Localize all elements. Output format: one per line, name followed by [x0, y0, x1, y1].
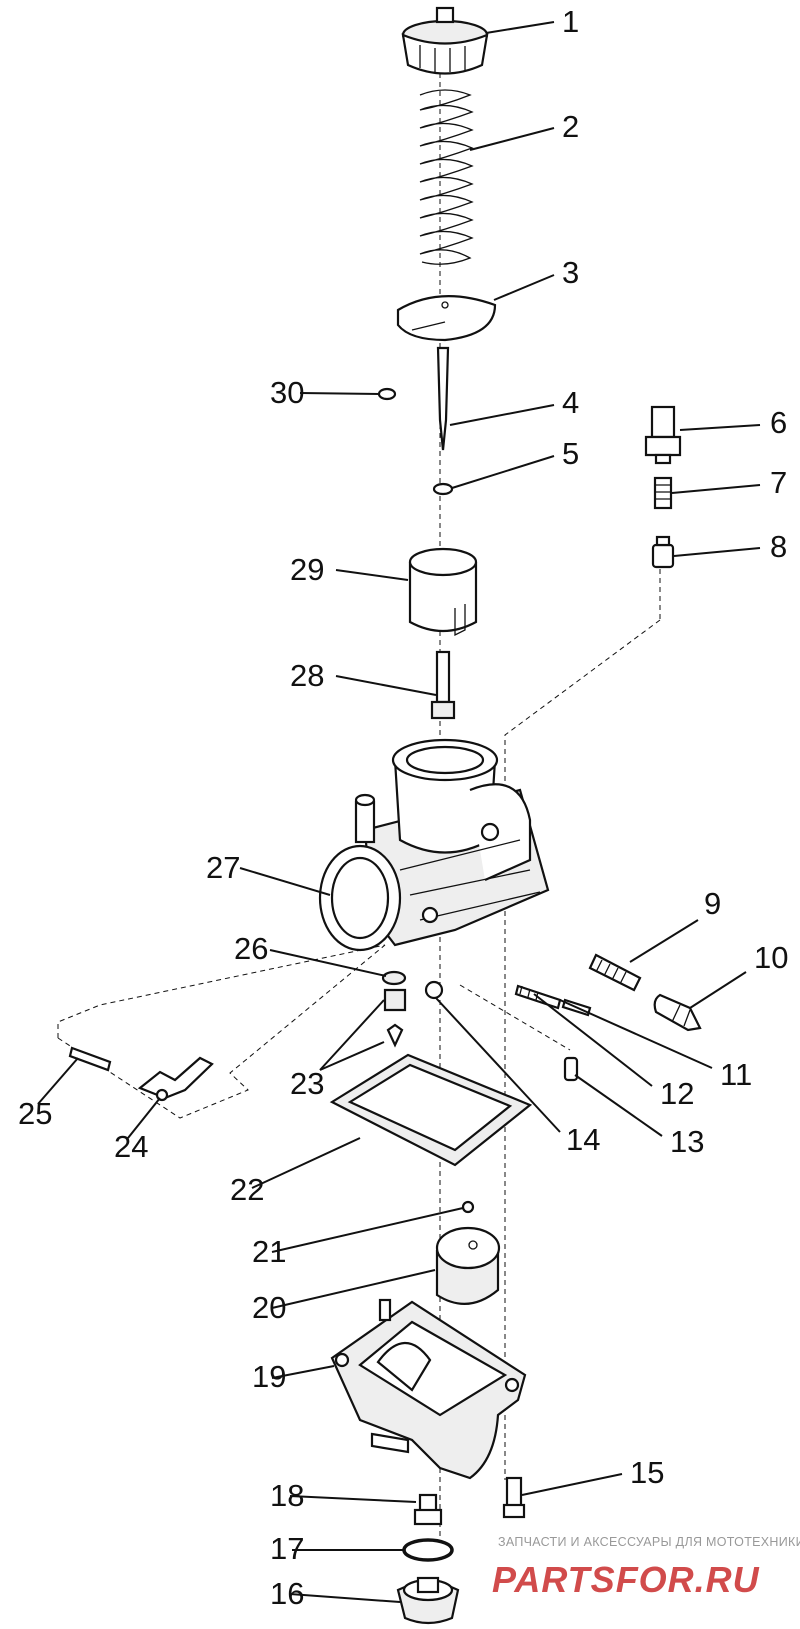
leader-line-28 — [335, 675, 437, 696]
leader-line-13 — [574, 1074, 663, 1137]
leader-line-30 — [299, 392, 381, 395]
part-9-spring — [588, 953, 642, 992]
part-label-7: 7 — [770, 465, 787, 500]
part-label-8: 8 — [770, 529, 787, 564]
leader-line-19 — [271, 1365, 335, 1379]
part-2-spring — [419, 89, 474, 265]
leader-line-4 — [449, 404, 555, 426]
part-15-screw — [502, 1476, 526, 1519]
part-10-screw — [653, 993, 702, 1032]
leader-line-7 — [671, 484, 761, 494]
part-label-15: 15 — [630, 1455, 664, 1490]
part-24-float-arm — [137, 1056, 214, 1102]
part-16-drain-plug — [396, 1576, 460, 1625]
part-5-washer — [432, 482, 454, 496]
part-14-washer — [424, 980, 444, 1000]
watermark-logo: PARTSFOR.RU — [492, 1559, 760, 1600]
leader-line-12 — [533, 993, 653, 1087]
part-13-screw — [459, 984, 579, 1082]
leader-line-18 — [289, 1495, 417, 1503]
part-17-o-ring — [402, 1538, 454, 1562]
part-19-float-bowl — [330, 1298, 527, 1480]
part-label-5: 5 — [562, 436, 579, 471]
leader-line-26 — [269, 949, 387, 977]
leader-line-10 — [689, 971, 747, 1009]
watermark-caption: ЗАПЧАСТИ И АКСЕССУАРЫ ДЛЯ МОТОТЕХНИКИ — [498, 1535, 800, 1549]
part-7-spring — [653, 476, 673, 510]
part-label-16: 16 — [270, 1576, 304, 1611]
part-label-23: 23 — [290, 1066, 324, 1101]
part-label-28: 28 — [290, 658, 324, 693]
leader-line-6 — [679, 424, 761, 431]
part-6-fitting — [644, 405, 682, 465]
part-label-10: 10 — [754, 940, 788, 975]
pilot-axis-route — [504, 619, 661, 1480]
part-label-21: 21 — [252, 1234, 286, 1269]
part-label-3: 3 — [562, 255, 579, 290]
leader-line-23 — [319, 1041, 385, 1071]
leader-line-21 — [271, 1207, 464, 1253]
part-label-24: 24 — [114, 1129, 148, 1164]
part-8-plug — [651, 535, 675, 569]
leader-line-3 — [493, 274, 555, 301]
part-label-2: 2 — [562, 109, 579, 144]
leader-line-27 — [239, 867, 331, 896]
part-1-cap — [401, 6, 489, 75]
part-label-11: 11 — [720, 1057, 752, 1092]
leader-line-14 — [435, 997, 561, 1133]
leader-line-20 — [271, 1269, 436, 1309]
part-label-18: 18 — [270, 1478, 304, 1513]
leader-line-1 — [485, 21, 555, 34]
part-label-26: 26 — [234, 931, 268, 966]
part-label-9: 9 — [704, 886, 721, 921]
part-label-25: 25 — [18, 1096, 52, 1131]
leader-line-23 — [319, 999, 385, 1071]
part-25-float-pin — [68, 1046, 112, 1072]
part-label-13: 13 — [670, 1124, 704, 1159]
leader-line-15 — [521, 1473, 623, 1496]
float-lever-frame — [57, 944, 386, 1119]
part-label-1: 1 — [562, 4, 579, 39]
part-18-drain-screw — [413, 1493, 443, 1526]
leader-line-24 — [127, 1097, 161, 1139]
part-label-12: 12 — [660, 1076, 694, 1111]
part-27-carburetor-body — [318, 738, 550, 952]
part-label-19: 19 — [252, 1359, 286, 1394]
part-22-gasket — [329, 1053, 533, 1167]
part-label-14: 14 — [566, 1122, 600, 1157]
part-label-17: 17 — [270, 1531, 304, 1566]
leader-line-29 — [335, 569, 409, 581]
part-26-washer — [381, 970, 407, 986]
part-21-ball — [461, 1200, 475, 1214]
leader-line-9 — [629, 919, 699, 963]
leader-line-22 — [251, 1137, 361, 1189]
part-3-plate — [396, 295, 497, 342]
leader-line-16 — [289, 1593, 401, 1603]
leader-line-5 — [451, 455, 555, 489]
leader-line-25 — [37, 1057, 79, 1105]
leader-line-11 — [559, 999, 713, 1069]
part-label-27: 27 — [206, 850, 240, 885]
leader-line-2 — [469, 127, 555, 151]
part-label-20: 20 — [252, 1290, 286, 1325]
part-30-clip — [377, 387, 397, 401]
leader-line-8 — [673, 547, 761, 557]
part-4-needle — [436, 346, 450, 451]
part-29-throttle-slide — [408, 547, 478, 637]
part-label-4: 4 — [562, 385, 579, 420]
part-28-needle-jet — [430, 650, 456, 720]
part-20-float — [435, 1226, 501, 1305]
part-23-main-jet — [383, 988, 407, 1048]
part-label-22: 22 — [230, 1172, 264, 1207]
part-label-30: 30 — [270, 375, 304, 410]
part-label-29: 29 — [290, 552, 324, 587]
part-label-6: 6 — [770, 405, 787, 440]
